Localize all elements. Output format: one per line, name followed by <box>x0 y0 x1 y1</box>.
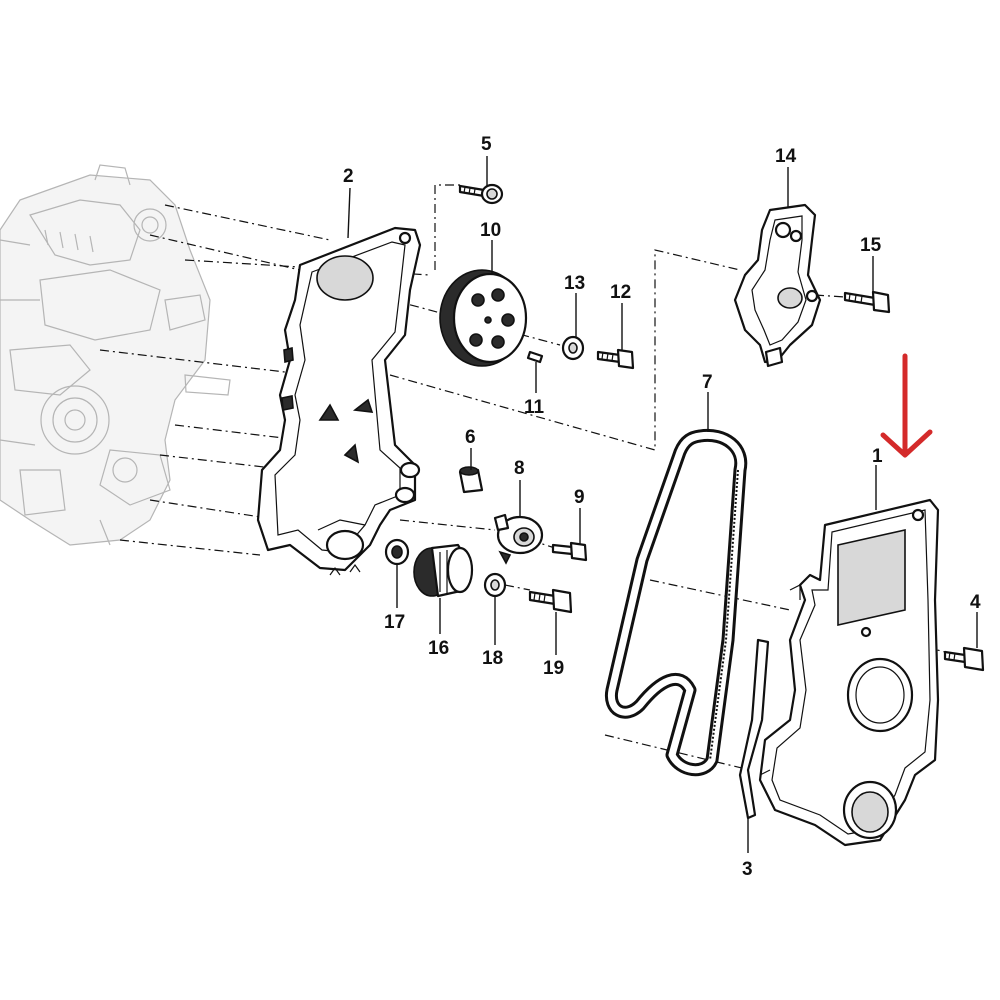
part-9-bolt <box>551 541 588 562</box>
callout-12: 12 <box>610 282 631 303</box>
part-6-spacer <box>458 466 484 494</box>
part-14-tensioner-bracket <box>733 203 822 368</box>
arrow-head <box>880 429 933 458</box>
part-5-bolt <box>458 183 504 205</box>
callout-9: 9 <box>574 487 585 508</box>
part-2-rear-timing-cover <box>256 226 422 576</box>
callout-labels: 1 2 3 4 5 6 7 8 9 10 11 12 13 14 15 16 1… <box>343 134 981 880</box>
callout-18: 18 <box>482 648 503 669</box>
callout-3: 3 <box>742 859 753 880</box>
red-highlight-arrow <box>880 353 933 458</box>
callout-1: 1 <box>872 446 883 467</box>
part-8-tensioner-pulley <box>493 513 544 565</box>
part-4-bolt <box>943 646 985 672</box>
callout-8: 8 <box>514 458 525 479</box>
callout-2: 2 <box>343 166 354 187</box>
part-17-washer <box>384 538 410 566</box>
part-1-front-timing-cover <box>758 498 940 847</box>
callout-19: 19 <box>543 658 564 679</box>
part-10-camshaft-pulley <box>439 269 528 367</box>
callout-7: 7 <box>702 372 713 393</box>
callout-16: 16 <box>428 638 449 659</box>
part-13-washer <box>561 335 585 361</box>
callout-5: 5 <box>481 134 492 155</box>
part-18-washer <box>483 572 507 598</box>
callout-17: 17 <box>384 612 405 633</box>
part-7-timing-belt <box>604 428 748 776</box>
part-3-seal-strip <box>738 638 770 820</box>
callout-10: 10 <box>480 220 501 241</box>
callout-15: 15 <box>860 235 882 256</box>
callout-4: 4 <box>970 592 981 613</box>
part-12-bolt <box>596 348 635 370</box>
engine-block-background <box>0 164 231 546</box>
callout-13: 13 <box>564 273 585 294</box>
part-15-bolt <box>843 290 891 314</box>
leader-lines <box>347 156 978 853</box>
callout-6: 6 <box>465 427 476 448</box>
part-19-bolt <box>528 588 573 614</box>
part-11-dowel-pin <box>526 350 544 364</box>
callout-14: 14 <box>775 146 797 167</box>
callout-11: 11 <box>524 397 545 418</box>
part-16-crankshaft-sprocket <box>413 543 474 598</box>
